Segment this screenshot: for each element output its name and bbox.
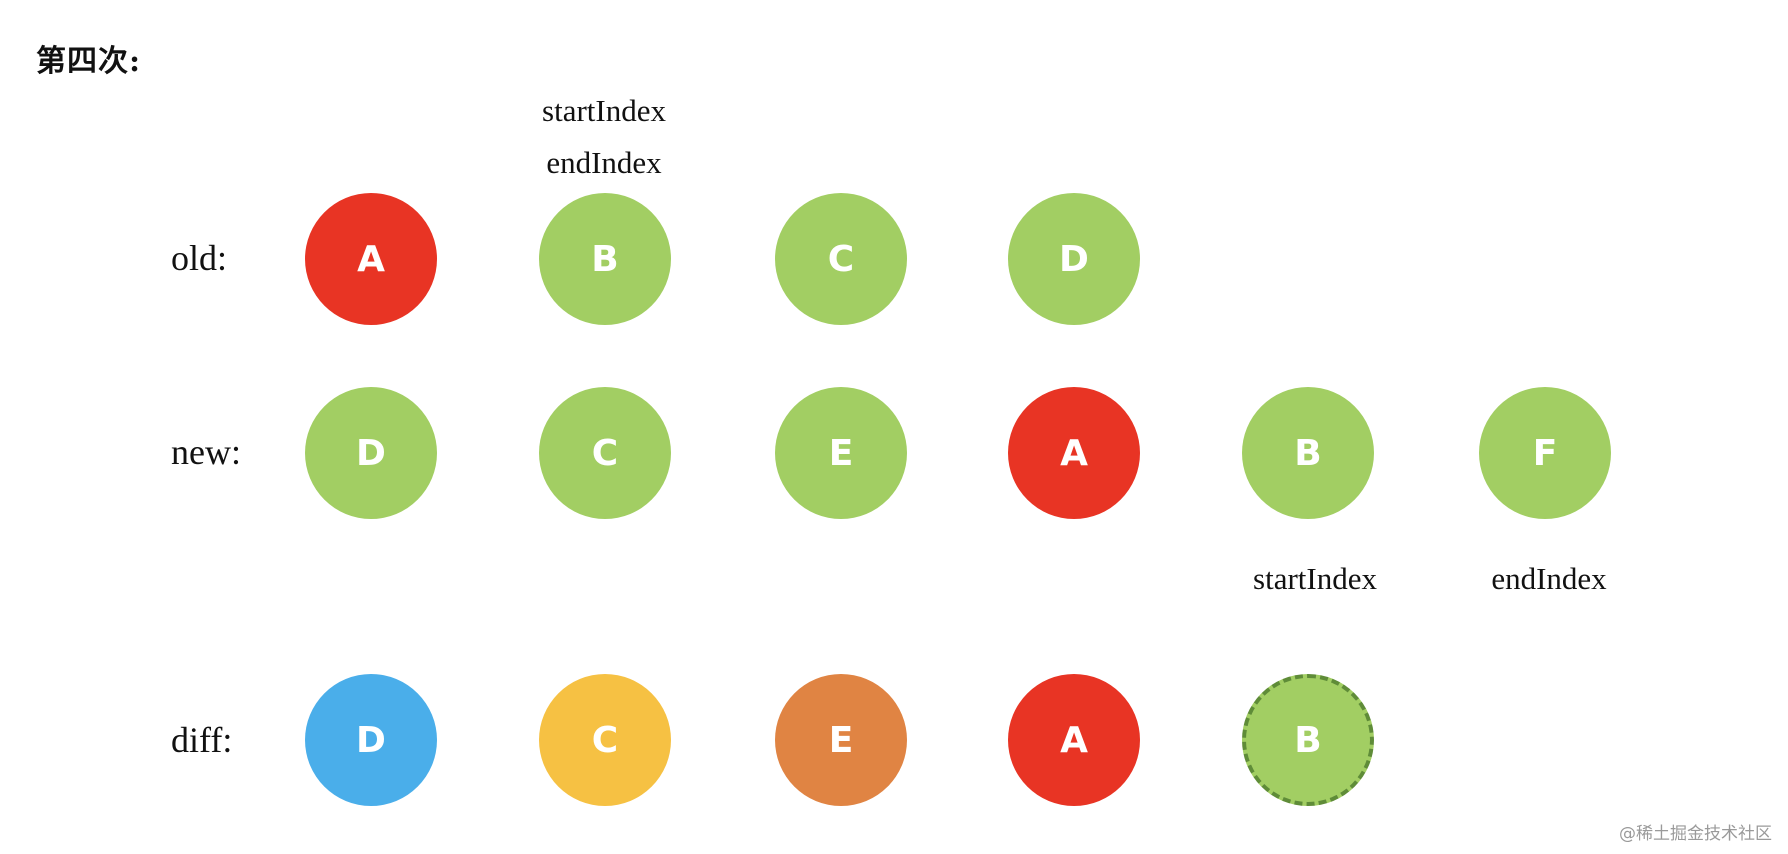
diff-node-b-pending: B xyxy=(1242,674,1374,806)
old-start-index-label: startIndex xyxy=(542,93,666,128)
diff-node-e: E xyxy=(775,674,907,806)
new-end-index-label: endIndex xyxy=(1491,561,1607,596)
diff-node-a: A xyxy=(1008,674,1140,806)
watermark: @稀土掘金技术社区 xyxy=(1619,824,1772,844)
old-node-d: D xyxy=(1008,193,1140,325)
new-node-c: C xyxy=(539,387,671,519)
old-node-a: A xyxy=(305,193,437,325)
old-end-index-label: endIndex xyxy=(546,145,662,180)
diff-row-label: diff: xyxy=(171,720,233,760)
new-start-index-label: startIndex xyxy=(1253,561,1377,596)
old-row-label: old: xyxy=(171,238,228,278)
new-node-e: E xyxy=(775,387,907,519)
new-node-d: D xyxy=(305,387,437,519)
old-node-b: B xyxy=(539,193,671,325)
diff-node-d: D xyxy=(305,674,437,806)
diff-node-c: C xyxy=(539,674,671,806)
new-node-b: B xyxy=(1242,387,1374,519)
step-title: 第四次: xyxy=(36,44,142,79)
new-node-f: F xyxy=(1479,387,1611,519)
old-node-c: C xyxy=(775,193,907,325)
new-row-label: new: xyxy=(171,432,241,472)
new-node-a: A xyxy=(1008,387,1140,519)
